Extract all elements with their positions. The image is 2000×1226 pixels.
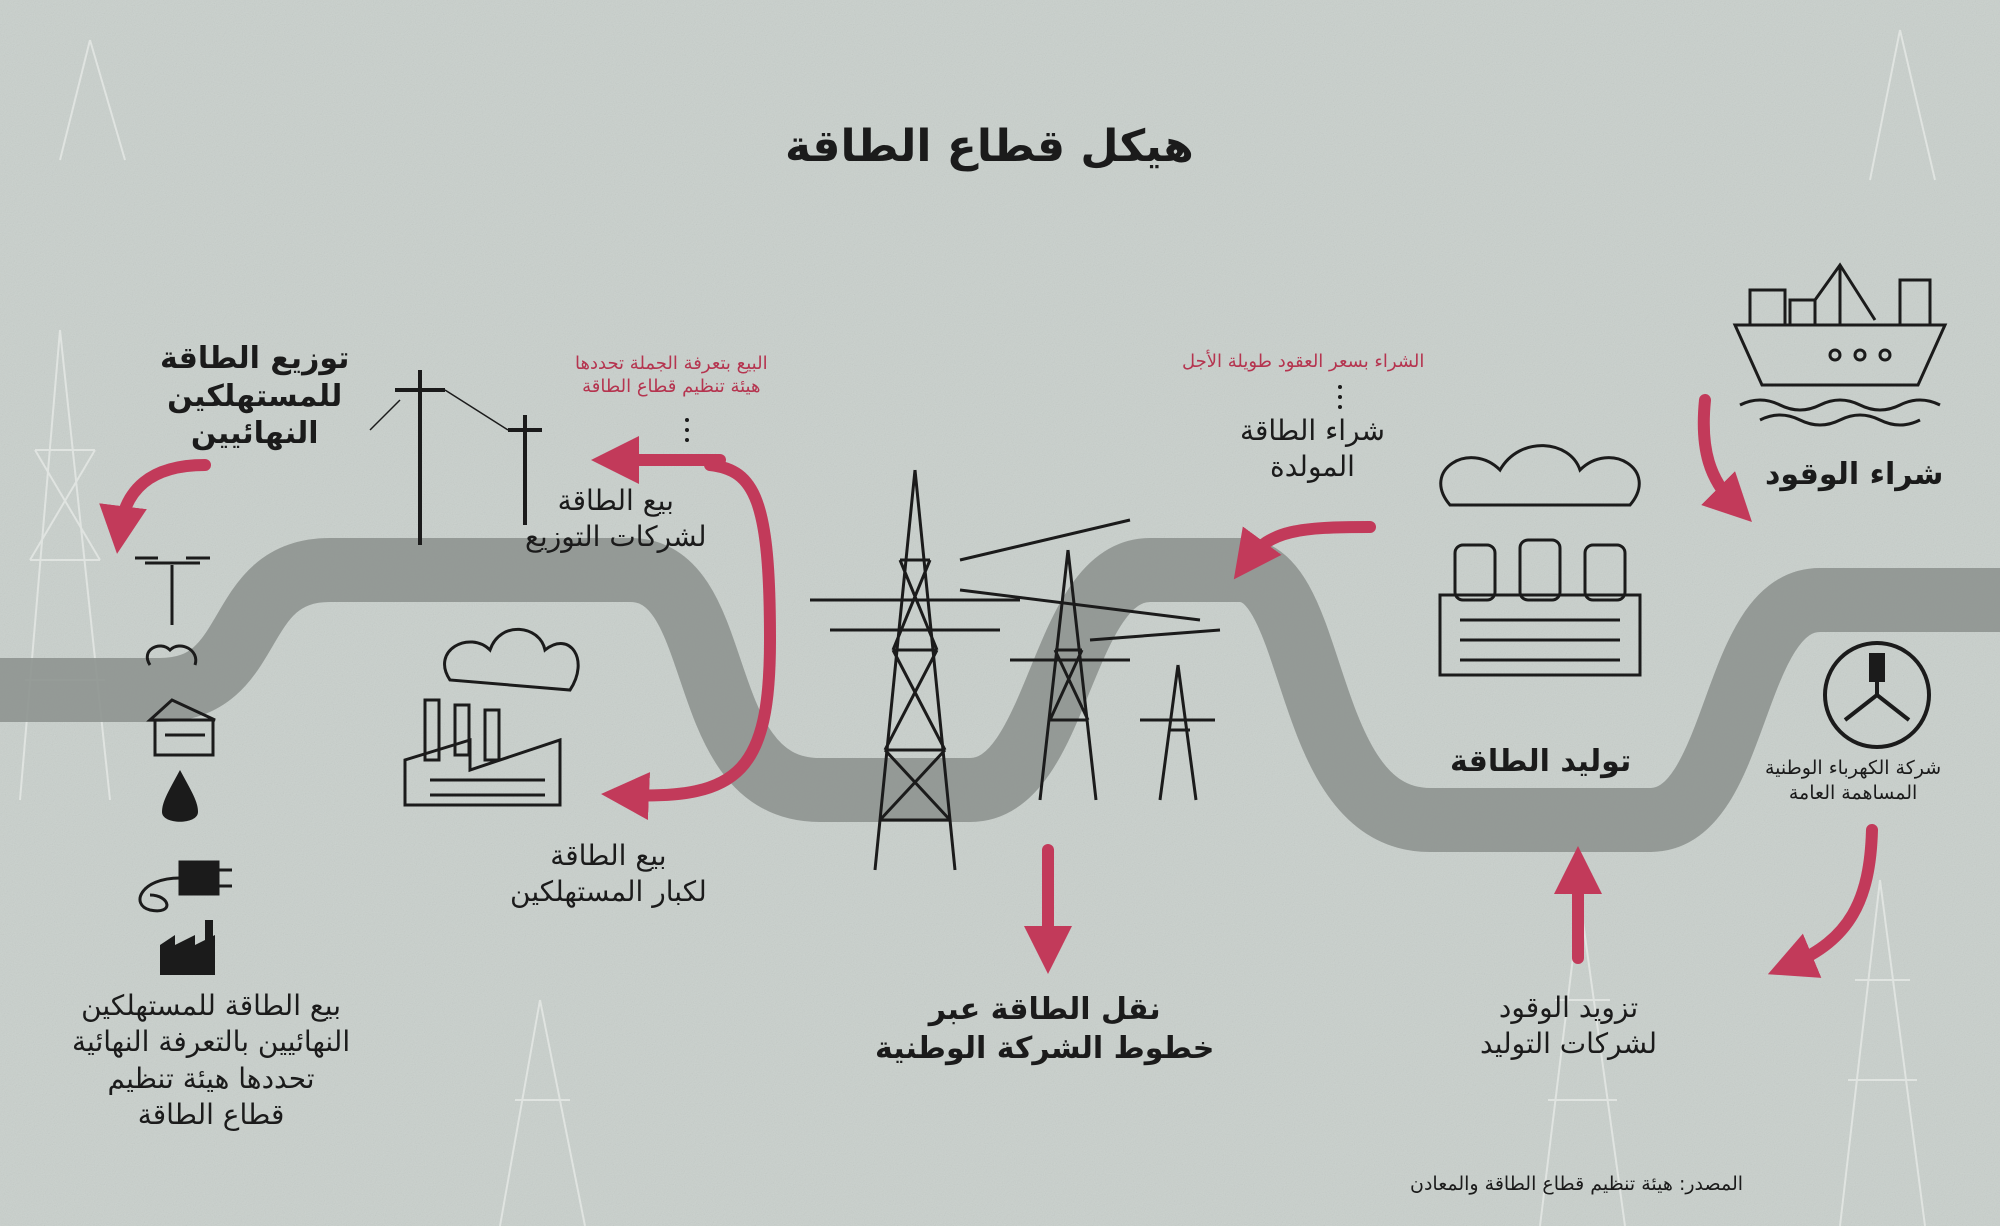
fuel-supply-label: تزويد الوقود لشركات التوليد bbox=[1480, 991, 1657, 1061]
wholesale-note: البيع بتعرفة الجملة تحددها هيئة تنظيم قط… bbox=[575, 353, 768, 398]
arrow-fuel-purchase bbox=[1697, 394, 1752, 522]
company-logo-icon bbox=[1823, 641, 1931, 749]
power-plant-icon bbox=[1438, 444, 1642, 677]
transmission-tower-icon bbox=[810, 469, 1221, 871]
flow-arrows bbox=[99, 394, 1878, 978]
utility-pole-icon bbox=[369, 370, 542, 545]
sell-large-label: بيع الطاقة لكبار المستهلكين bbox=[510, 839, 707, 909]
arrow-distribution bbox=[99, 459, 211, 554]
page-title: هيكل قطاع الطاقة bbox=[785, 121, 1194, 172]
power-generation-label: توليد الطاقة bbox=[1450, 744, 1632, 779]
arrow-company-down bbox=[1767, 824, 1878, 978]
river-path bbox=[0, 538, 2000, 852]
arrow-buy-generated bbox=[1233, 521, 1376, 580]
sell-distribution-label: بيع الطاقة لشركات التوزيع bbox=[525, 484, 707, 554]
ship-icon bbox=[1732, 262, 1948, 427]
buy-generated-label: شراء الطاقة المولدة bbox=[1240, 414, 1385, 484]
oil-drop-icon bbox=[162, 770, 198, 822]
factory-smoke-icon bbox=[403, 627, 580, 807]
long-term-note: الشراء بسعر العقود طويلة الأجل bbox=[1182, 351, 1425, 372]
street-lamp-icon bbox=[135, 556, 210, 625]
dotted-connectors bbox=[685, 385, 1342, 442]
distribution-label: توزيع الطاقة للمستهلكين النهائيين bbox=[160, 341, 350, 451]
sell-final-label: بيع الطاقة للمستهلكين النهائيين بالتعرفة… bbox=[72, 989, 351, 1132]
fuel-purchase-label: شراء الوقود bbox=[1765, 457, 1944, 492]
arrow-sell-dist-large bbox=[601, 459, 777, 821]
source-note: المصدر: هيئة تنظيم قطاع الطاقة والمعادن bbox=[1410, 1173, 1744, 1195]
company-label: شركة الكهرباء الوطنية المساهمة العامة bbox=[1765, 757, 1942, 804]
house-icon bbox=[146, 644, 216, 757]
plug-icon bbox=[138, 860, 232, 913]
small-factory-icon bbox=[160, 920, 215, 975]
transmission-label: نقل الطاقة عبر خطوط الشركة الوطنية bbox=[875, 992, 1215, 1066]
